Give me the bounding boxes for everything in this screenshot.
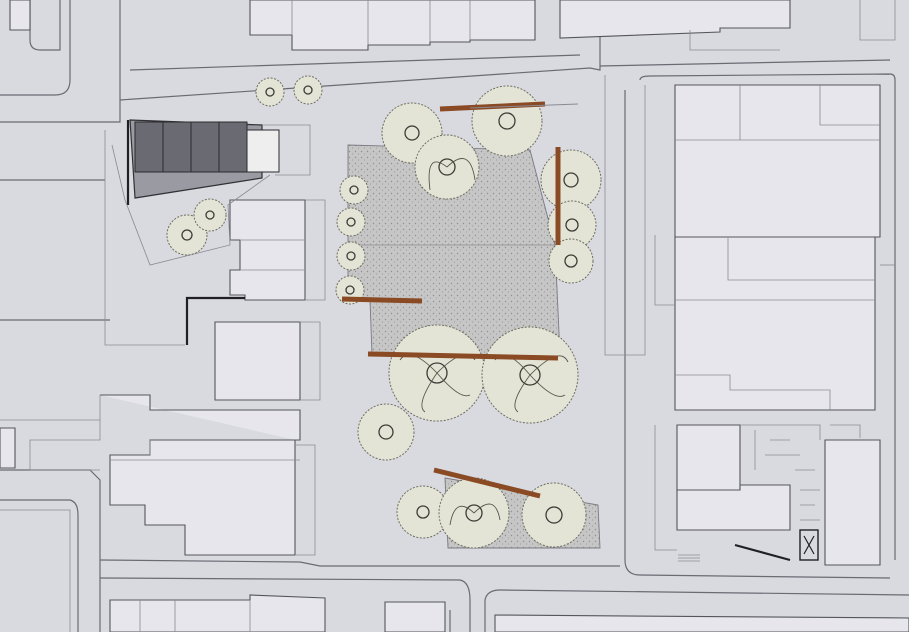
north-buildings xyxy=(9,0,791,51)
south-buildings xyxy=(0,509,909,632)
east-buildings xyxy=(604,75,895,566)
bench-bars xyxy=(341,101,579,499)
west-buildings xyxy=(0,130,326,556)
row-houses xyxy=(111,119,311,266)
